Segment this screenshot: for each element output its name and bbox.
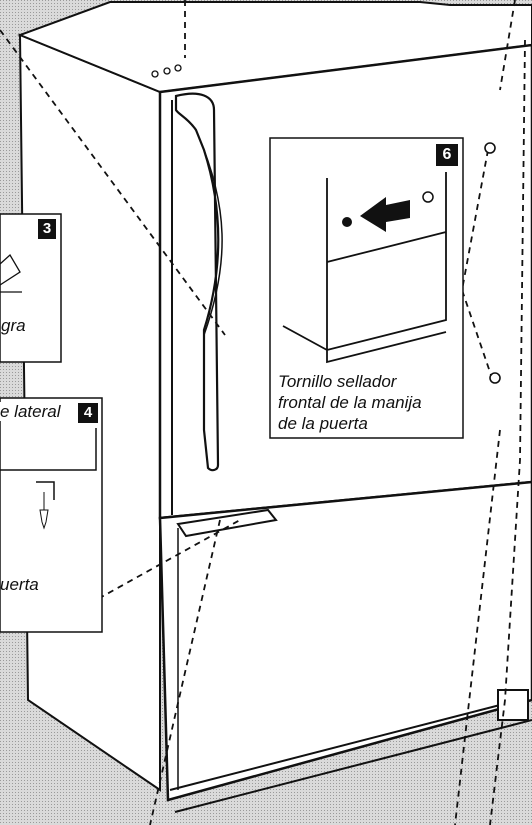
callout-4-box — [0, 397, 103, 633]
door-handle — [174, 92, 220, 472]
step-6-badge: 6 — [436, 144, 458, 166]
step-3-label: gra — [1, 316, 26, 335]
callout-6-box — [269, 137, 464, 439]
step-4-label-bottom: uerta — [0, 575, 39, 594]
callout-6-door-sketch — [282, 172, 447, 364]
drawer-bottom-trim — [169, 704, 532, 813]
step-3-badge: 3 — [38, 219, 56, 239]
freezer-handle — [176, 508, 278, 538]
door-screw-hole-top — [484, 142, 496, 154]
screw-hole-dot — [342, 217, 352, 227]
step-4-label-top: e lateral — [0, 402, 61, 422]
door-handle-grip — [197, 134, 223, 336]
screw-icon — [39, 492, 49, 530]
step-4-badge: 4 — [78, 403, 98, 423]
step-6-label-line2: frontal de la manija — [278, 393, 422, 412]
step-6-label-line3: de la puerta — [278, 414, 368, 433]
arrow-icon — [360, 197, 410, 232]
step-6-label-line1: Tornillo sellador — [278, 372, 397, 391]
door-screw-hole-bottom — [489, 372, 501, 384]
top-hinge-holes — [151, 64, 182, 78]
callout-4-sketch — [0, 428, 97, 500]
screw-hole-outline — [422, 191, 434, 203]
callout-3-hinge-sketch — [0, 253, 22, 293]
